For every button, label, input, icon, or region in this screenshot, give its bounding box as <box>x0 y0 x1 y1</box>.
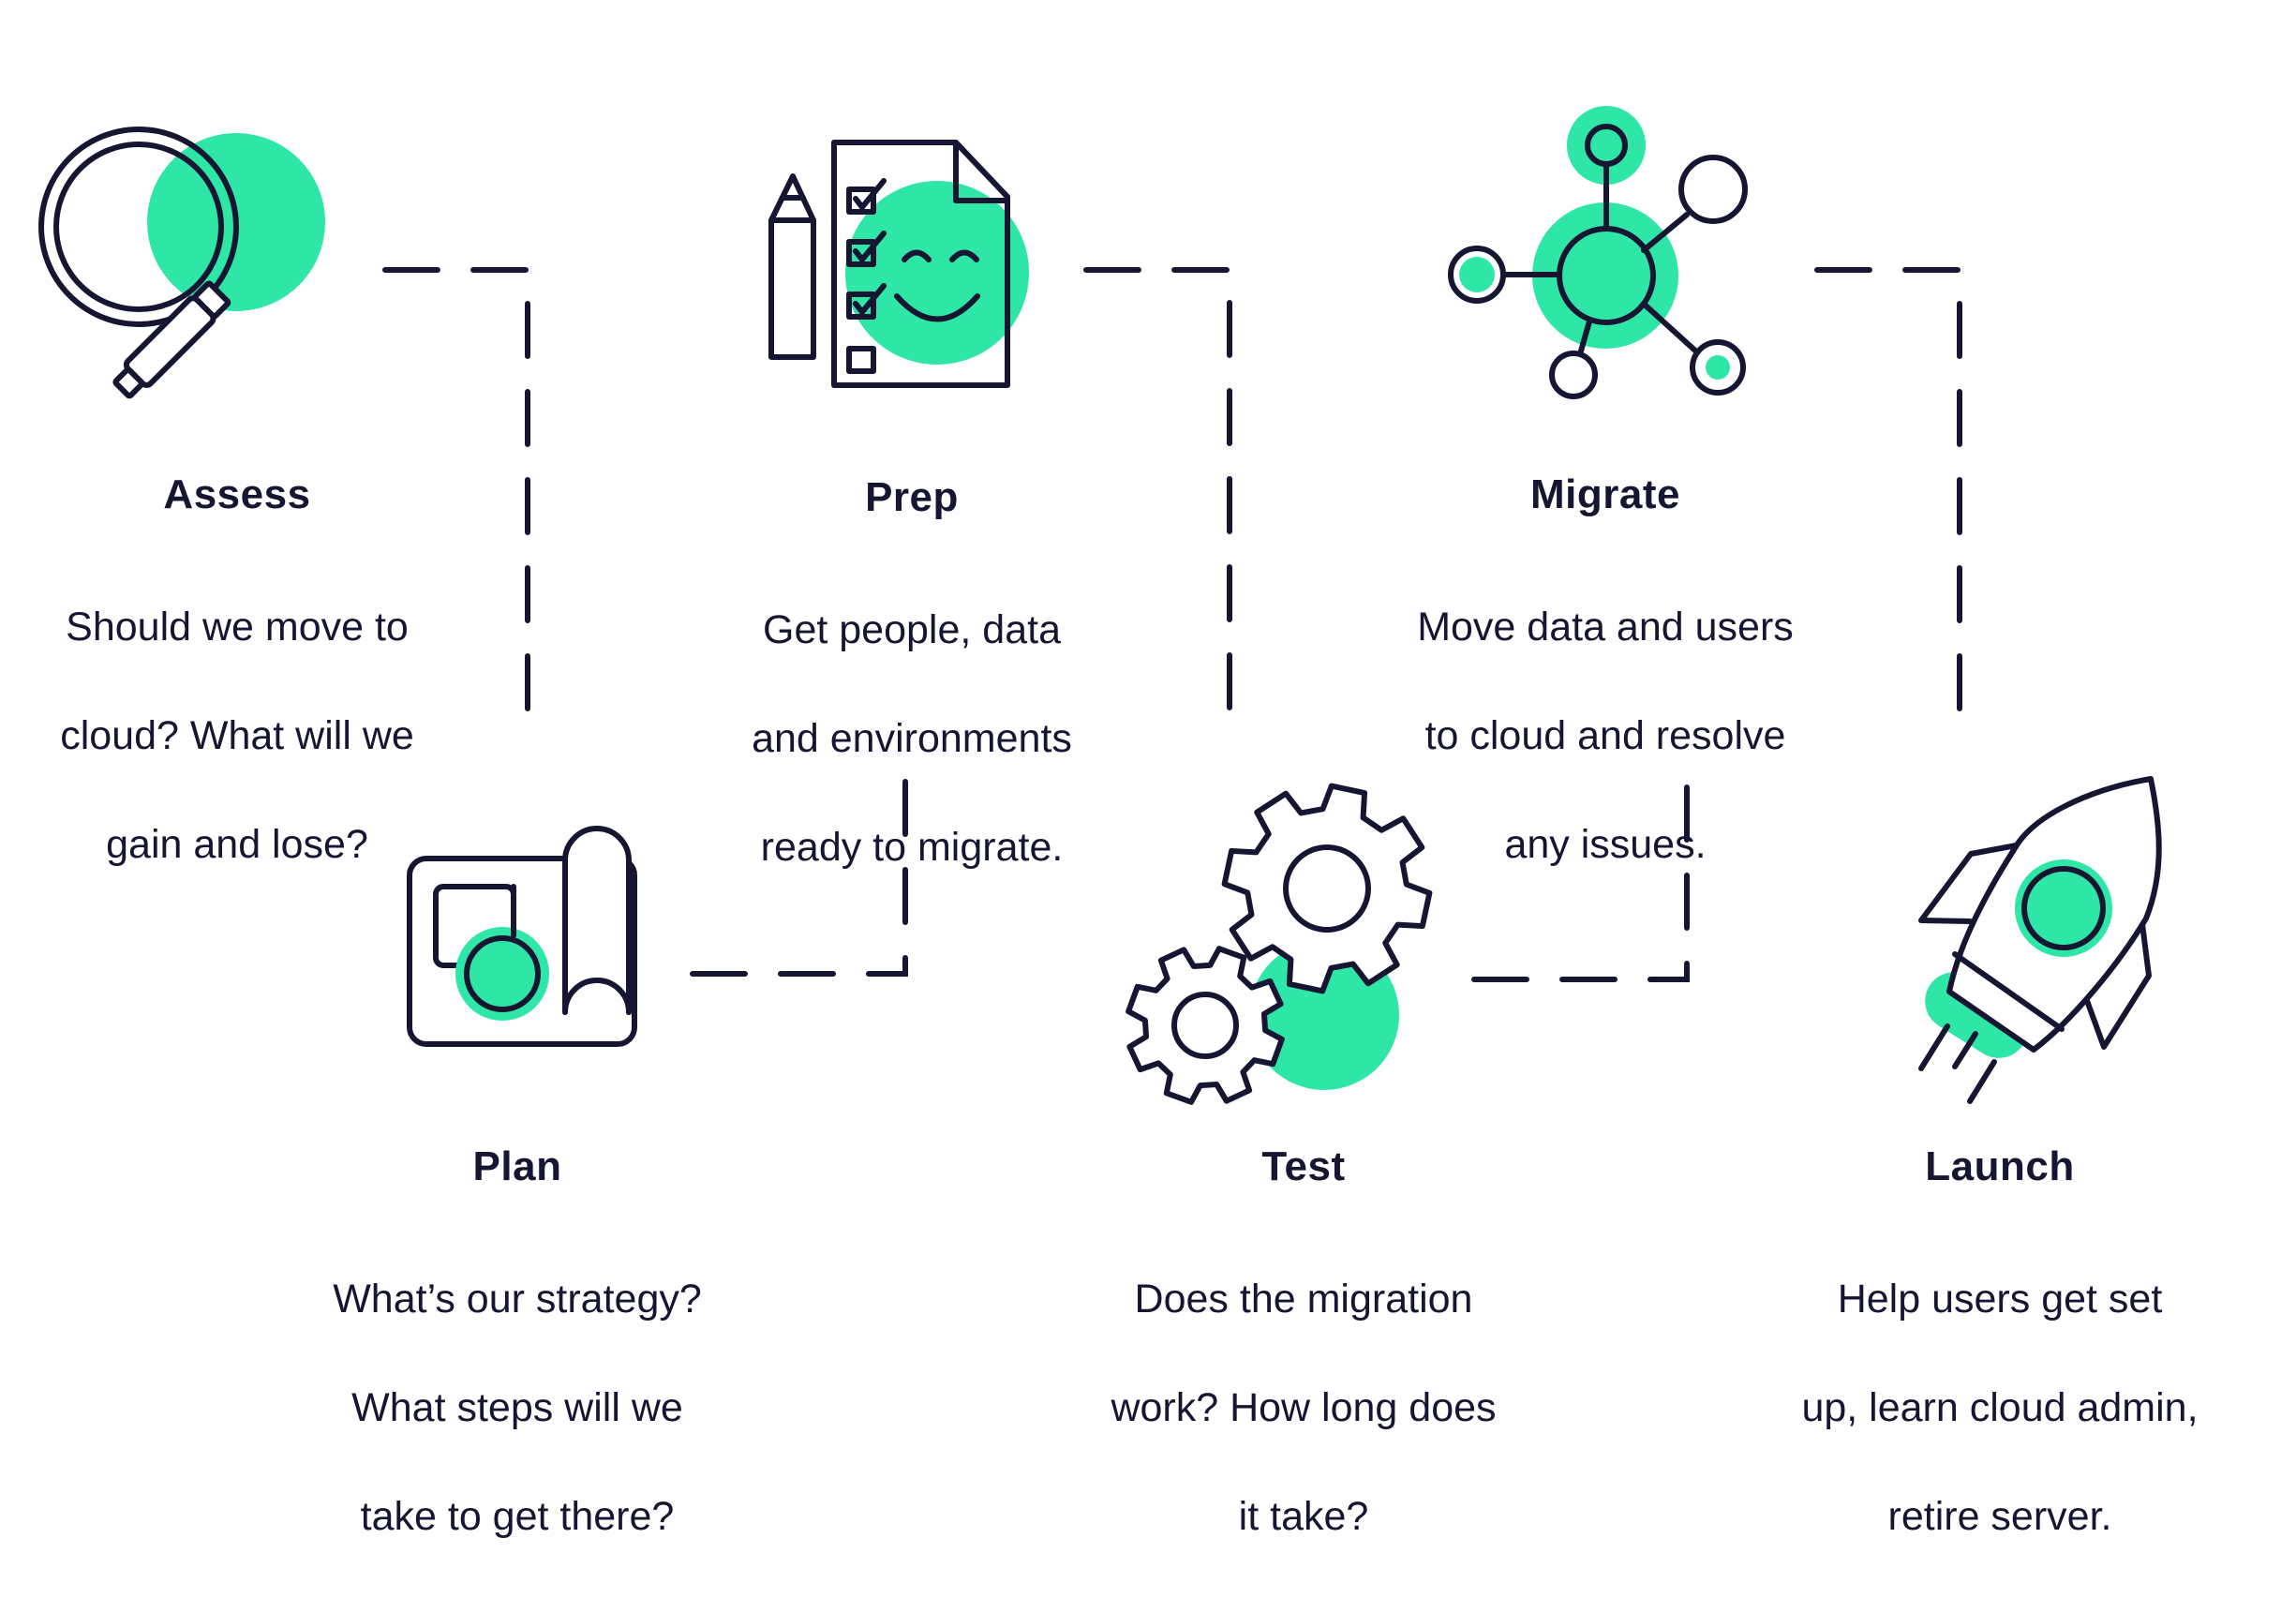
description-line: to cloud and resolve <box>1424 713 1786 758</box>
step-description: Does the migration work? How long does i… <box>1069 1217 1538 1598</box>
description-line: ready to migrate. <box>760 825 1064 870</box>
step-description: Help users get set up, learn cloud admin… <box>1747 1217 2253 1598</box>
description-line: What’s our strategy? <box>333 1277 702 1322</box>
step-title: Plan <box>472 1143 562 1189</box>
diagram-canvas <box>38 106 2162 1105</box>
step-launch: Launch Help users get set up, learn clou… <box>1747 1142 2253 1598</box>
step-description: Should we move to cloud? What will we ga… <box>22 545 453 926</box>
connector-plan-to-prep <box>690 755 908 977</box>
connector-migrate-to-launch <box>1814 267 1962 735</box>
step-test: Test Does the migration work? How long d… <box>1069 1142 1538 1598</box>
step-prep: Prep Get people, data and environments r… <box>687 473 1137 929</box>
description-line: What steps will we <box>351 1385 683 1430</box>
step-title: Prep <box>865 474 959 520</box>
description-line: it take? <box>1238 1494 1369 1539</box>
description-line: gain and lose? <box>106 822 368 867</box>
checklist-icon <box>768 140 1029 388</box>
step-title: Migrate <box>1530 471 1680 517</box>
description-line: cloud? What will we <box>60 713 414 758</box>
description-line: Does the migration <box>1134 1277 1473 1322</box>
network-icon <box>1448 106 1748 399</box>
description-line: and environments <box>752 716 1072 761</box>
description-line: Should we move to <box>66 605 409 650</box>
step-plan: Plan What’s our strategy? What steps wil… <box>283 1142 752 1598</box>
magnifying-glass-icon <box>38 127 325 399</box>
step-title: Test <box>1261 1143 1346 1189</box>
step-description: Move data and users to cloud and resolve… <box>1371 545 1840 926</box>
pencil-icon <box>768 173 816 360</box>
step-assess: Assess Should we move to cloud? What wil… <box>22 470 453 926</box>
gears-icon <box>1126 783 1433 1105</box>
accent-circle <box>845 181 1029 365</box>
cloud-migration-diagram: Assess Should we move to cloud? What wil… <box>22 106 2199 1539</box>
rocket-icon <box>1918 776 2162 1104</box>
description-line: take to get there? <box>360 1494 675 1539</box>
connector-test-to-migrate <box>1471 762 1690 982</box>
connectors <box>382 267 1962 982</box>
description-line: work? How long does <box>1111 1385 1497 1430</box>
description-line: Move data and users <box>1417 605 1794 650</box>
blueprint-icon <box>407 826 637 1047</box>
description-line: Help users get set <box>1837 1277 2163 1322</box>
step-description: Get people, data and environments ready … <box>687 548 1137 929</box>
step-migrate: Migrate Move data and users to cloud and… <box>1371 470 1840 926</box>
step-title: Assess <box>163 471 311 517</box>
description-line: any issues. <box>1504 822 1707 867</box>
description-line: Get people, data <box>763 607 1061 652</box>
connector-prep-to-test <box>1083 267 1232 735</box>
accent-circle <box>1532 202 1678 349</box>
description-line: up, learn cloud admin, <box>1801 1385 2199 1430</box>
description-line: retire server. <box>1887 1494 2112 1539</box>
step-title: Launch <box>1925 1143 2075 1189</box>
connector-assess-to-plan <box>382 267 530 735</box>
step-description: What’s our strategy? What steps will we … <box>283 1217 752 1598</box>
